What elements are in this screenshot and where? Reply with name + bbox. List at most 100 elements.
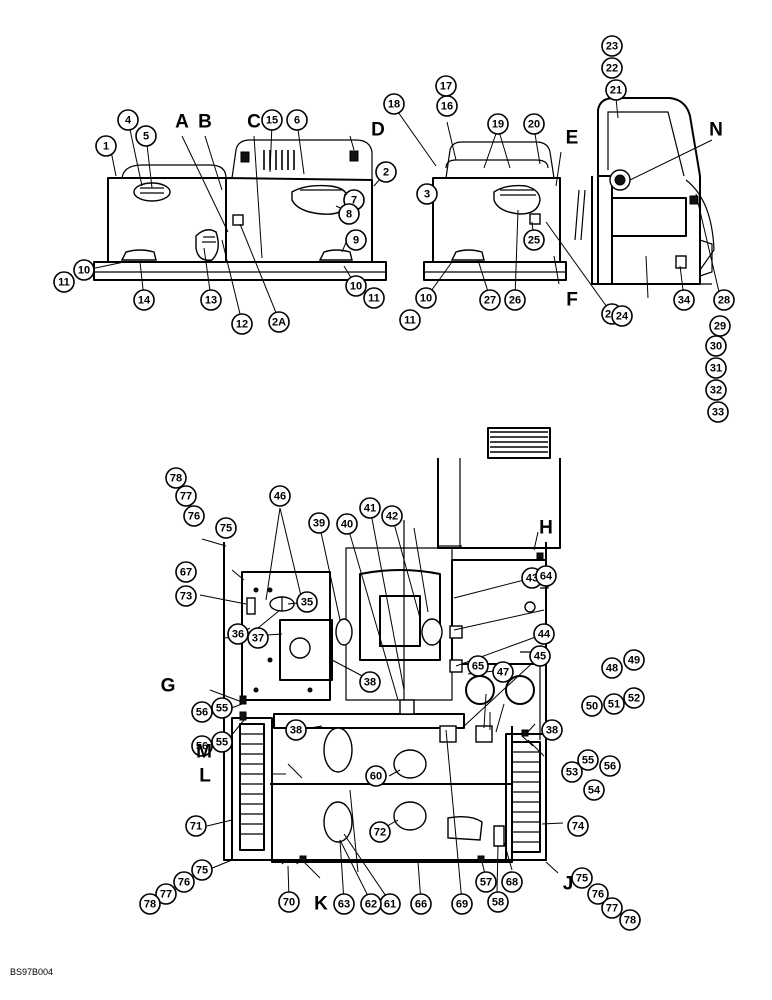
callout-65: 65	[467, 655, 489, 677]
right-side-view	[423, 141, 586, 281]
svg-text:47: 47	[497, 667, 509, 679]
callout-19: 19	[487, 113, 509, 135]
svg-text:55: 55	[216, 737, 228, 749]
callout-78-3: 78	[619, 909, 641, 931]
svg-text:55: 55	[216, 703, 228, 715]
callout-75-2: 75	[191, 859, 213, 881]
svg-text:10: 10	[420, 293, 432, 305]
callout-76-1: 76	[183, 505, 205, 527]
svg-text:75: 75	[220, 523, 232, 535]
svg-text:17: 17	[440, 81, 452, 93]
callout-32: 32	[705, 379, 727, 401]
callout-8: 8	[338, 203, 360, 225]
left-side-view	[93, 139, 387, 281]
svg-text:68: 68	[506, 877, 518, 889]
callout-69: 69	[451, 893, 473, 915]
svg-text:66: 66	[415, 899, 427, 911]
svg-text:58: 58	[492, 897, 504, 909]
callout-25: 25	[523, 229, 545, 251]
svg-text:5: 5	[143, 131, 149, 143]
svg-text:45: 45	[534, 651, 546, 663]
callout-60: 60	[365, 765, 387, 787]
svg-text:7: 7	[351, 195, 357, 207]
callout-49: 49	[623, 649, 645, 671]
callout-71: 71	[185, 815, 207, 837]
svg-text:11: 11	[404, 315, 416, 327]
callout-13: 13	[200, 289, 222, 311]
svg-text:15: 15	[266, 115, 278, 127]
view-letter-m: M	[196, 742, 212, 763]
svg-text:56: 56	[604, 761, 616, 773]
callout-2a-1: 2A	[268, 311, 290, 333]
callout-10-2: 10	[345, 275, 367, 297]
svg-text:69: 69	[456, 899, 468, 911]
svg-text:27: 27	[484, 295, 496, 307]
callout-23: 23	[601, 35, 623, 57]
callout-55-2: 55	[211, 731, 233, 753]
svg-text:77: 77	[606, 903, 618, 915]
svg-text:60: 60	[370, 771, 382, 783]
callout-62: 62	[360, 893, 382, 915]
view-letter-f: F	[566, 290, 578, 311]
svg-text:42: 42	[386, 511, 398, 523]
svg-text:16: 16	[441, 101, 453, 113]
svg-text:22: 22	[606, 63, 618, 75]
callout-21: 21	[605, 79, 627, 101]
view-letter-j: J	[563, 874, 574, 895]
callout-52: 52	[623, 687, 645, 709]
view-letter-e: E	[566, 128, 579, 149]
svg-text:20: 20	[528, 119, 540, 131]
callout-37: 37	[247, 627, 269, 649]
svg-text:74: 74	[572, 821, 585, 833]
callout-27: 27	[479, 289, 501, 311]
callout-5: 5	[135, 125, 157, 147]
callout-72: 72	[369, 821, 391, 843]
callout-77-1: 77	[175, 485, 197, 507]
svg-text:67: 67	[180, 567, 192, 579]
callout-26: 26	[504, 289, 526, 311]
callout-53: 53	[561, 761, 583, 783]
callout-42: 42	[381, 505, 403, 527]
svg-text:73: 73	[180, 591, 192, 603]
callout-78-2: 78	[139, 893, 161, 915]
svg-text:34: 34	[678, 295, 691, 307]
callout-45: 45	[529, 645, 551, 667]
end-view	[591, 97, 715, 285]
callout-73: 73	[175, 585, 197, 607]
top-view-drawing	[223, 427, 561, 865]
svg-text:78: 78	[624, 915, 636, 927]
svg-text:14: 14	[138, 295, 151, 307]
callout-11-2: 11	[363, 287, 385, 309]
svg-text:76: 76	[592, 889, 604, 901]
svg-text:8: 8	[346, 209, 352, 221]
callout-2: 2	[375, 161, 397, 183]
svg-text:23: 23	[606, 41, 618, 53]
callout-54: 54	[583, 779, 605, 801]
svg-text:2A: 2A	[272, 317, 286, 329]
svg-text:41: 41	[364, 503, 376, 515]
svg-text:72: 72	[374, 827, 386, 839]
callout-28: 28	[713, 289, 735, 311]
svg-text:50: 50	[586, 701, 598, 713]
view-letter-c: C	[247, 112, 261, 133]
svg-text:65: 65	[472, 661, 484, 673]
callout-24: 24	[611, 305, 633, 327]
callout-3: 3	[416, 183, 438, 205]
view-letter-k: K	[314, 894, 328, 915]
svg-text:62: 62	[365, 899, 377, 911]
callout-76-3: 76	[587, 883, 609, 905]
callout-15: 15	[261, 109, 283, 131]
callout-34: 34	[673, 289, 695, 311]
svg-text:3: 3	[424, 189, 430, 201]
svg-text:2: 2	[383, 167, 389, 179]
callout-11-3: 11	[399, 309, 421, 331]
svg-text:19: 19	[492, 119, 504, 131]
callout-17: 17	[435, 75, 457, 97]
svg-text:43: 43	[526, 573, 538, 585]
callout-44: 44	[533, 623, 555, 645]
svg-text:13: 13	[205, 295, 217, 307]
svg-text:36: 36	[232, 629, 244, 641]
svg-text:28: 28	[718, 295, 730, 307]
svg-text:61: 61	[384, 899, 396, 911]
